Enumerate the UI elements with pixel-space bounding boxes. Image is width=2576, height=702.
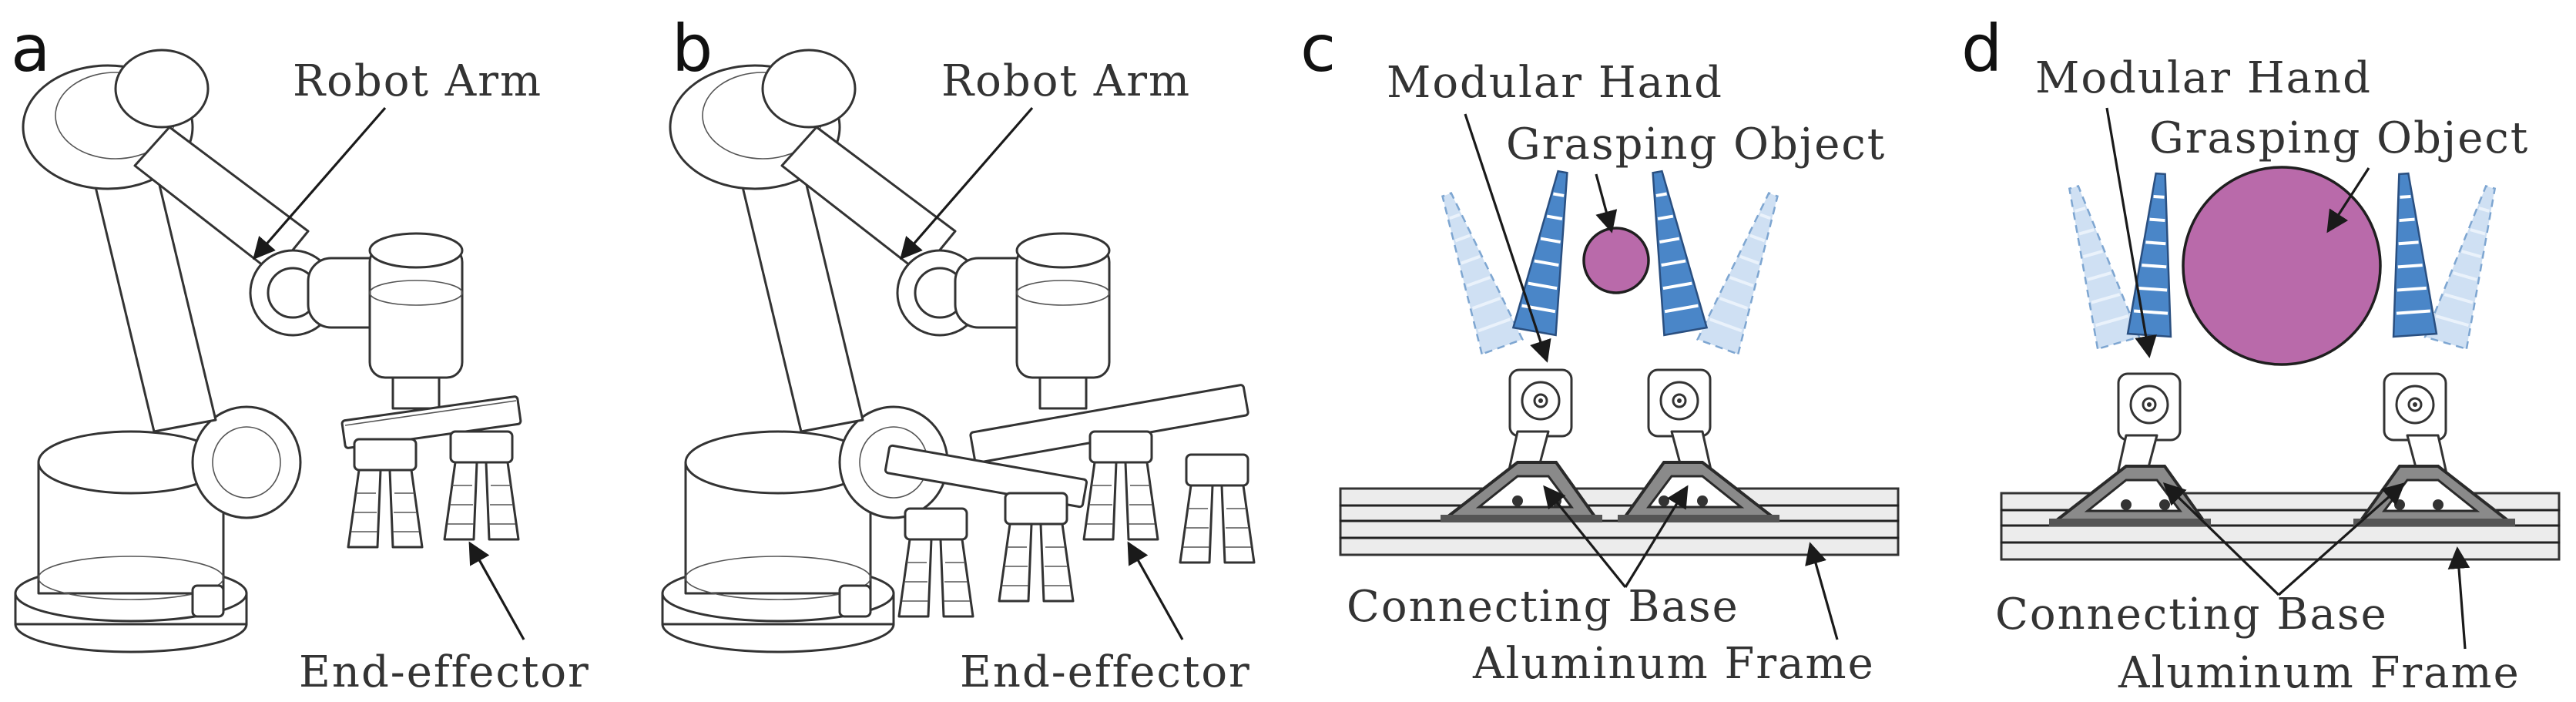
label-modular-hand: Modular Hand — [2035, 53, 2372, 103]
panel-b: b Robot Arm End-effector — [661, 11, 1256, 697]
arrow-robot-arm — [253, 106, 387, 260]
panel-letter-c: c — [1300, 11, 1336, 86]
modular-hand-right — [2352, 170, 2517, 528]
arrow-modular-hand — [1464, 113, 1551, 363]
label-modular-hand: Modular Hand — [1387, 58, 1723, 108]
gripper-4 — [1179, 453, 1256, 564]
mounting-beam — [340, 395, 522, 449]
arrow-connecting-base-right — [1624, 485, 1689, 588]
gripper-3 — [1082, 430, 1159, 541]
label-end-effector: End-effector — [960, 647, 1251, 697]
mounting-beam-lower — [884, 444, 1088, 509]
gripper-right — [443, 430, 520, 541]
modular-hand-right — [1616, 166, 1796, 524]
label-grasping-object: Grasping Object — [1506, 119, 1886, 170]
label-connecting-base: Connecting Base — [1347, 582, 1739, 632]
panel-letter-b: b — [672, 11, 713, 86]
arrow-connecting-base-left — [1543, 485, 1627, 589]
grasping-object-small — [1582, 227, 1650, 294]
robot-arm-drawing — [14, 49, 464, 653]
arrow-end-effector — [1127, 541, 1184, 640]
panel-letter-d: d — [1961, 11, 2002, 86]
label-grasping-object: Grasping Object — [2149, 113, 2529, 163]
arrow-end-effector — [468, 541, 525, 640]
panel-d: d Modular Hand Grasping Object Connectin… — [1961, 11, 2561, 698]
arrow-grasping-object — [2326, 167, 2370, 233]
modular-hand-left — [1424, 166, 1604, 524]
gripper-left — [347, 438, 424, 549]
arrow-modular-hand — [2105, 107, 2157, 358]
modular-hand-left — [2048, 170, 2212, 528]
gripper-1 — [897, 507, 974, 618]
label-robot-arm: Robot Arm — [293, 56, 542, 106]
arrow-grasping-object — [1595, 173, 1618, 233]
label-robot-arm: Robot Arm — [941, 56, 1191, 106]
panel-c: c Modular Hand Grasping Object Connectin… — [1300, 11, 1900, 689]
arrow-aluminum-frame — [1805, 542, 1839, 640]
label-aluminum-frame: Aluminum Frame — [2118, 648, 2521, 698]
label-aluminum-frame: Aluminum Frame — [1472, 639, 1875, 689]
panel-letter-a: a — [11, 11, 50, 86]
gripper-2 — [998, 492, 1075, 603]
arrow-connecting-base-left — [2162, 482, 2280, 596]
label-end-effector: End-effector — [299, 647, 590, 697]
label-connecting-base: Connecting Base — [1995, 589, 2388, 640]
arrow-robot-arm — [900, 106, 1034, 260]
arrow-connecting-base-right — [2277, 482, 2406, 596]
arrow-aluminum-frame — [2447, 546, 2470, 650]
panel-a: a Robot Arm End-effector — [11, 11, 590, 697]
